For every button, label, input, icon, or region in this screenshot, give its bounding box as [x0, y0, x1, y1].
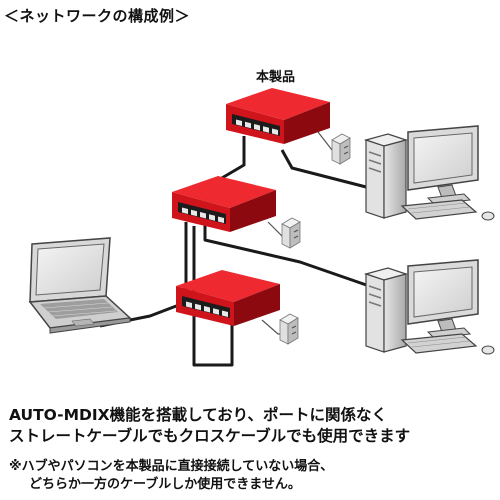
description-line-2: ストレートケーブルでもクロスケーブルでも使用できます	[9, 427, 411, 445]
note-line-2: どちらか一方のケーブルしか使用できません。	[29, 477, 301, 492]
note-line-1: ※ハブやパソコンを本製品に直接接続していない場合、	[9, 459, 334, 474]
laptop-icon	[28, 237, 132, 334]
network-diagram	[28, 88, 495, 367]
switch-hub-icon	[176, 270, 280, 326]
cables	[99, 136, 376, 367]
product-label: 本製品	[256, 70, 296, 85]
switch-hub-icon	[226, 88, 330, 144]
ac-adapter-icon	[281, 217, 301, 249]
desktop-pc-icon	[363, 125, 495, 221]
switch-hub-icon	[172, 176, 276, 232]
diagram-heading: ＜ネットワークの構成例＞	[4, 7, 191, 25]
ac-adapter-icon	[331, 133, 351, 165]
cable-top-to-pc1	[280, 149, 371, 190]
desktop-pc-icon	[363, 259, 495, 355]
cable-middle-to-pc2	[203, 225, 376, 290]
description-line-1: AUTO-MDIX機能を搭載しており、ポートに関係なく	[9, 406, 388, 424]
note-text: ※ハブやパソコンを本製品に直接接続していない場合、 どちらか一方のケーブルしか使…	[9, 458, 333, 494]
ac-adapter-icon	[279, 313, 299, 345]
description-text: AUTO-MDIX機能を搭載しており、ポートに関係なく ストレートケーブルでもク…	[9, 405, 410, 447]
